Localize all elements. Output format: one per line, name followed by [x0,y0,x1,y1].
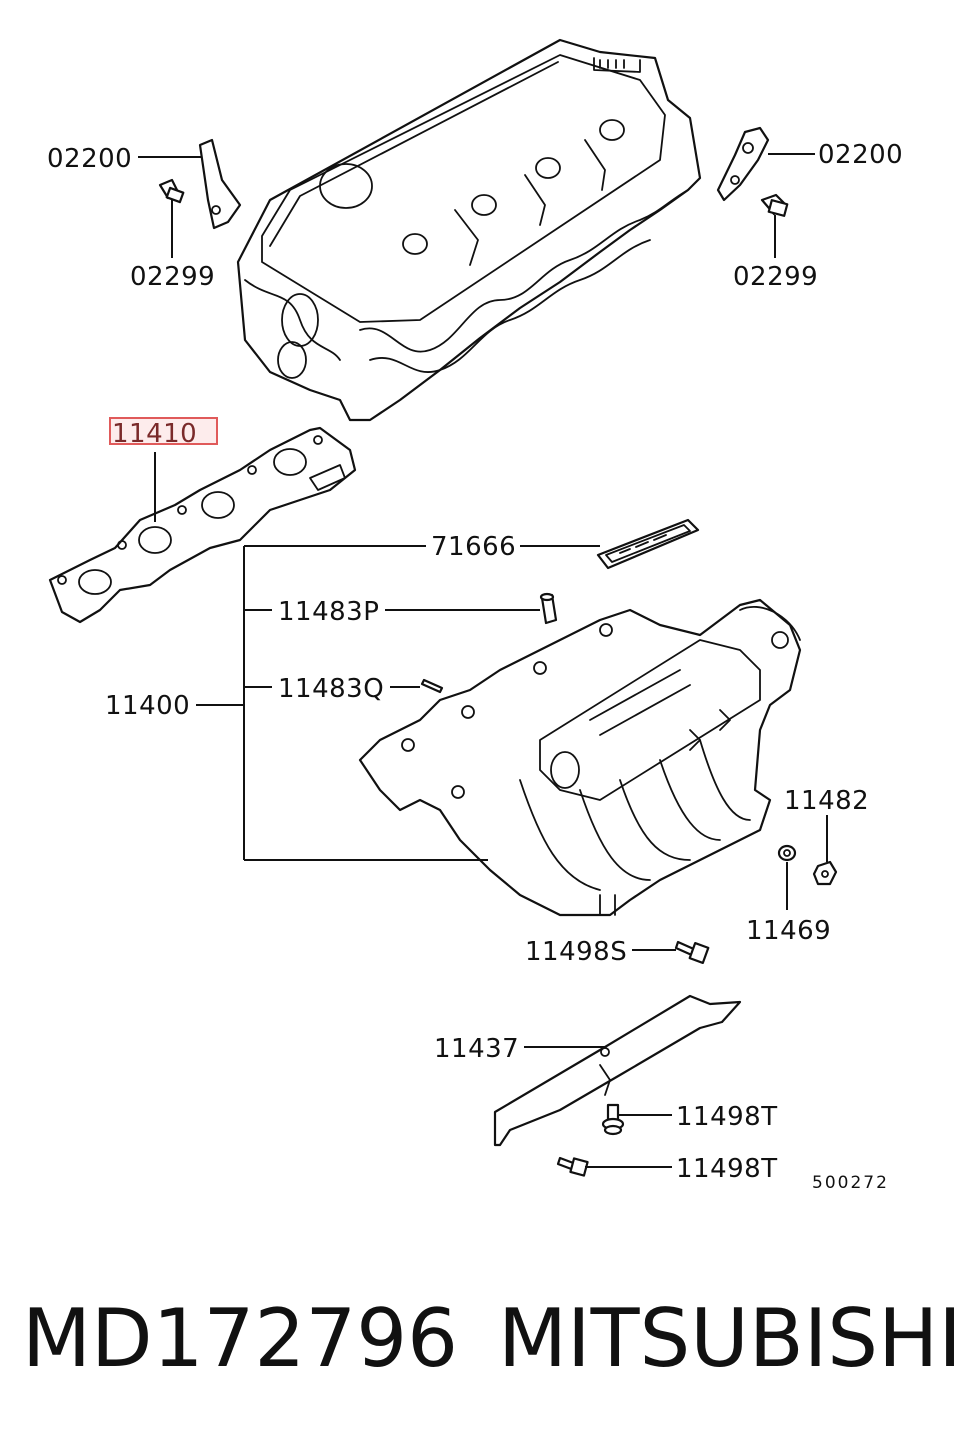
callout-02299-left: 02299 [130,262,215,292]
callout-11437: 11437 [434,1034,519,1064]
callout-11410: 11410 [112,419,197,449]
callout-71666: 71666 [431,532,516,562]
decal-plate [596,518,700,570]
callout-02299-right: 02299 [733,262,818,292]
cylinder-head [236,38,702,422]
bracket-left [198,138,242,230]
bolt-left [158,178,185,204]
callout-11498s: 11498S [525,937,627,967]
bolt-right [760,193,789,217]
gasket-highlight-box [109,417,218,445]
intake-manifold [358,598,802,917]
callout-11469: 11469 [746,916,831,946]
diagram-reference-number: 500272 [812,1173,889,1193]
bracket-right [716,126,770,202]
nut-11469 [777,844,797,862]
nut-11482 [812,860,838,886]
callout-11482: 11482 [784,786,869,816]
pin-p [539,592,558,625]
footer: MD172796 MITSUBISHI [22,1292,960,1385]
callout-11483q: 11483Q [278,674,384,704]
part-number: MD172796 [22,1292,458,1385]
brand-name: MITSUBISHI [498,1292,960,1385]
intake-gasket [48,426,357,624]
callout-labels: 02200 02299 02200 02299 11410 71666 1148… [47,140,903,1193]
callout-11498t-upper: 11498T [676,1102,778,1132]
bolt-11498s [674,940,710,965]
callout-11483p: 11483P [278,597,379,627]
manifold-stay [493,994,742,1147]
callout-02200-right: 02200 [818,140,903,170]
leader-lines [138,153,828,1168]
pin-q [420,678,444,694]
bolt-11498t-lower [556,1156,589,1177]
bolt-11498t-upper [601,1103,625,1136]
callout-02200-left: 02200 [47,144,132,174]
callout-11400: 11400 [105,691,190,721]
callout-11498t-lower: 11498T [676,1154,778,1184]
